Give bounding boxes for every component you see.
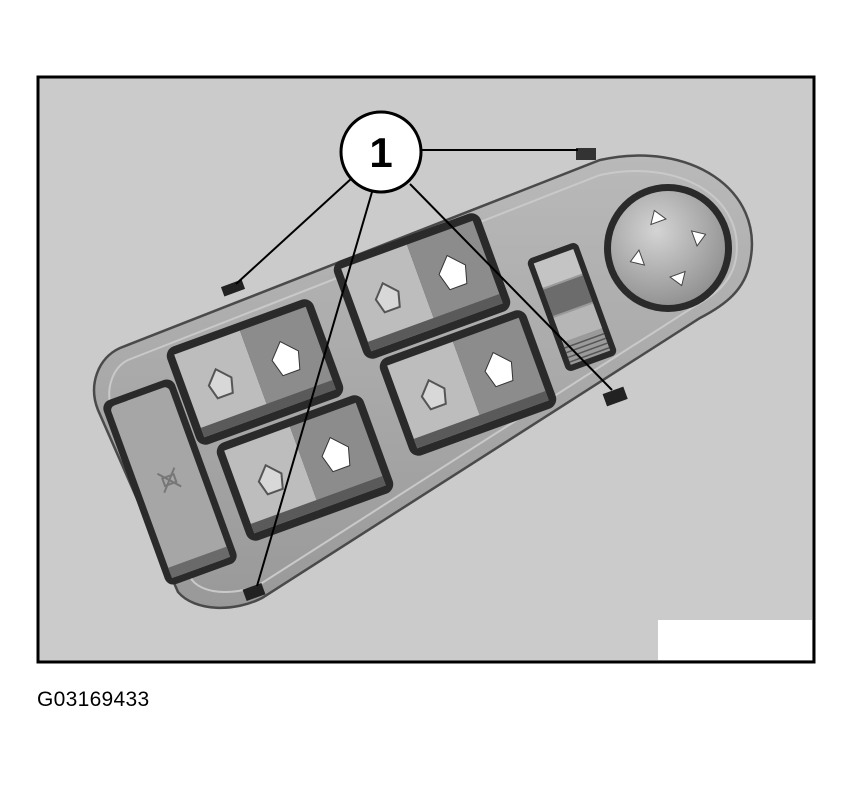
window-switch-rear-right: [379, 310, 557, 456]
leader-to-clip-top-left: [235, 177, 353, 285]
leader-to-clip-bottom-right: [409, 183, 613, 391]
window-switch-rear-left: [216, 395, 394, 541]
filled-arrow-icon: [484, 351, 514, 388]
label-blank-area: [658, 620, 812, 660]
outline-arrow-icon: [374, 281, 401, 314]
window-switch-front-left: [166, 299, 344, 445]
slider-grip: [564, 332, 610, 363]
leader-to-clip-bottom-left: [256, 191, 373, 587]
filled-arrow-icon: [321, 436, 351, 473]
clip-top-right: [576, 148, 596, 160]
window-lock-icon: [156, 467, 182, 493]
mirror-adjust-control: [604, 184, 732, 312]
callout-marker: 1: [339, 110, 423, 194]
mirror-selector-switch: [527, 243, 617, 371]
figure-caption-code: G03169433: [37, 688, 150, 711]
callout-leaders: [235, 149, 613, 587]
direction-triangles-icon: [629, 209, 707, 287]
filled-arrow-icon: [271, 340, 301, 377]
clip-bottom-left: [242, 582, 266, 602]
outline-arrow-icon: [207, 367, 234, 400]
filled-arrow-icon: [438, 254, 468, 291]
clip-bottom-right: [602, 386, 628, 407]
panel-clips: [220, 148, 628, 602]
outline-arrow-icon: [257, 463, 284, 496]
window-switch-front-right: [333, 213, 511, 359]
outline-arrow-icon: [420, 378, 447, 411]
clip-top-left: [220, 279, 246, 297]
window-lock-button: [103, 379, 237, 585]
callout-label: 1: [369, 129, 392, 176]
